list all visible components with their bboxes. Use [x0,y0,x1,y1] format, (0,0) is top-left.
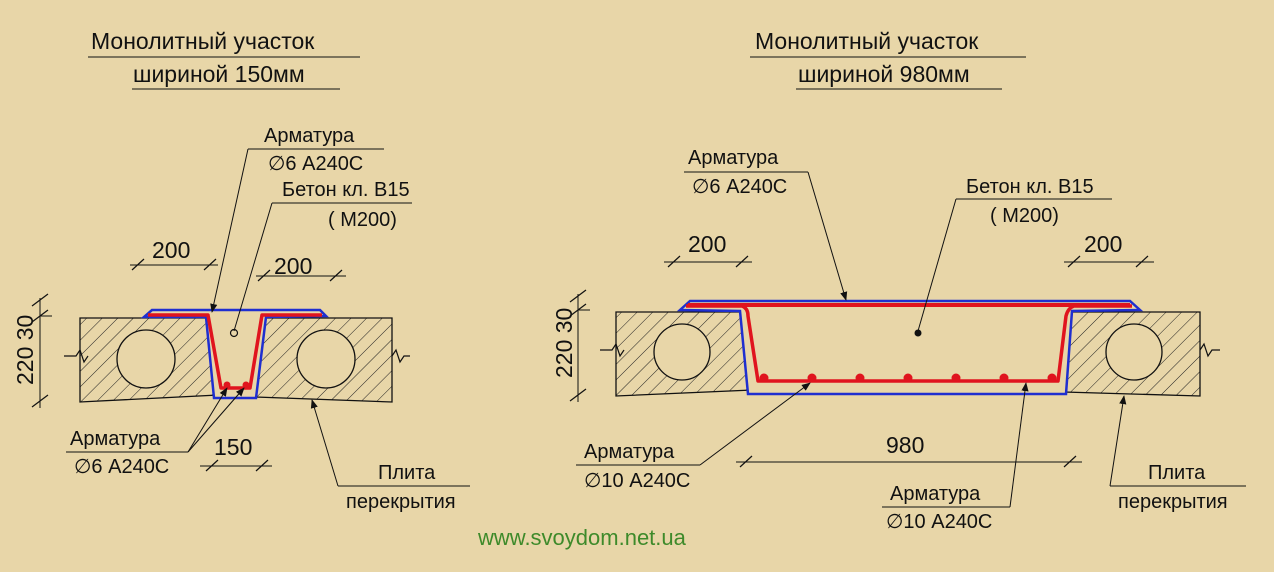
right-height-dims: 220 30 [551,308,577,378]
left-rebar-bottom-spec: ∅6 А240С [74,456,169,478]
left-height-dims: 220 30 [12,315,38,385]
right-monolithic-strip [676,299,1144,396]
right-rebar-left-label: Арматура [584,441,675,463]
left-drawing: Монолитный участок шириной 150мм 220 30 [12,28,470,513]
left-concrete-grade: ( М200) [328,209,397,231]
left-title-line2: шириной 150мм [133,61,305,87]
right-concrete-grade: ( М200) [990,205,1059,227]
left-rebar [148,313,322,390]
right-concrete-label: Бетон кл. В15 [966,176,1094,198]
right-slab-label-line1: Плита [1148,462,1206,484]
right-rebar-bottom-spec: ∅10 А240С [886,511,992,533]
right-drawing: Монолитный участок шириной 980мм [551,28,1246,533]
left-rebar-top-label: Арматура [264,125,355,147]
right-rebar-top-spec: ∅6 А240С [692,176,787,198]
right-dim-bottom: 980 [886,432,924,458]
right-rebar-bars [759,373,1057,383]
right-slab-label-line2: перекрытия [1118,491,1228,513]
left-title-line1: Монолитный участок [91,28,315,54]
left-slab [64,317,410,403]
right-rebar-top-label: Арматура [688,147,779,169]
right-slab [600,311,1220,397]
left-monolithic-strip [140,308,329,400]
right-title-line1: Монолитный участок [755,28,979,54]
left-concrete-label: Бетон кл. В15 [282,179,410,201]
left-dim-left: 200 [152,237,190,263]
left-dim-bottom: 150 [214,434,252,460]
left-rebar-bottom-label: Арматура [70,428,161,450]
left-rebar-top-spec: ∅6 А240С [268,153,363,175]
left-slab-label-line1: Плита [378,462,436,484]
right-dim-left: 200 [688,231,726,257]
watermark-url: www.svoydom.net.ua [477,525,687,550]
right-title-line2: шириной 980мм [798,61,970,87]
left-dim-right: 200 [274,253,312,279]
right-dim-right: 200 [1084,231,1122,257]
left-slab-label-line2: перекрытия [346,491,456,513]
right-rebar-left-spec: ∅10 А240С [584,470,690,492]
right-rebar-bottom-label: Арматура [890,483,981,505]
